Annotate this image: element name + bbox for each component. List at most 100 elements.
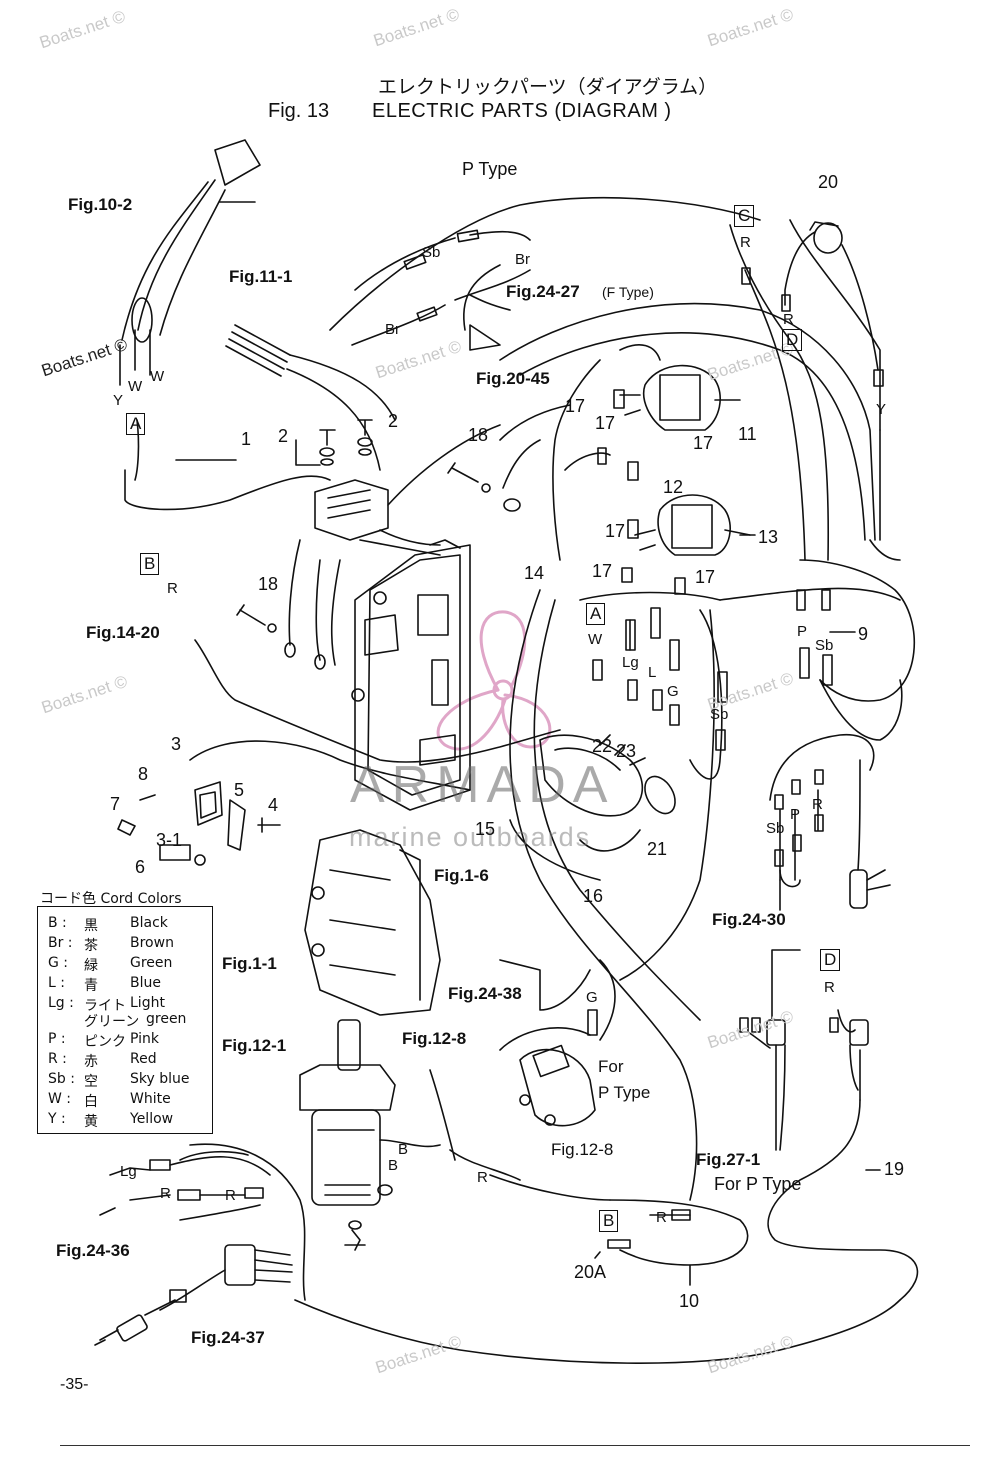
wire-code: R xyxy=(167,580,178,597)
legend-en: White xyxy=(130,1091,171,1107)
fig-ref-label: Fig.24-37 xyxy=(191,1328,265,1347)
cable-fig27-1 xyxy=(739,949,839,1151)
p-type-label: P Type xyxy=(462,159,518,179)
wire-code: W xyxy=(128,378,143,395)
legend-en: Brown xyxy=(130,935,174,951)
fig-ref-label: Fig.11-1 xyxy=(229,267,293,286)
legend-jp: グリーン xyxy=(84,1014,140,1030)
wire-code: Lg xyxy=(120,1163,137,1180)
main-harness-upper xyxy=(499,219,915,702)
legend-code: Y : xyxy=(48,1111,66,1127)
part-number: 23 xyxy=(616,741,637,761)
part-number: 3 xyxy=(171,734,182,754)
legend-jp: 白 xyxy=(84,1094,98,1110)
legend-row: Y : 黄 Yellow xyxy=(38,1111,212,1130)
wire-code: Sb xyxy=(710,706,729,723)
part-number: 4 xyxy=(268,795,279,815)
page-title: ELECTRIC PARTS (DIAGRAM ) xyxy=(372,100,672,122)
part-number: 2 xyxy=(388,411,399,431)
legend-row: R : 赤 Red xyxy=(38,1051,212,1070)
relay-part-11 xyxy=(619,364,741,431)
part-number: 8 xyxy=(138,764,149,784)
legend-jp: 赤 xyxy=(84,1054,98,1070)
legend-code: G : xyxy=(48,955,69,971)
part-number: 15 xyxy=(475,819,496,839)
legend-code: W : xyxy=(48,1091,72,1107)
fig-ref-label: Fig.24-38 xyxy=(448,984,522,1003)
connector-tag-a: A xyxy=(126,413,146,435)
legend-code: P : xyxy=(48,1031,66,1047)
harness-fig10-2 xyxy=(119,139,331,511)
wire-code: R xyxy=(656,1209,667,1226)
screws-part-2 xyxy=(295,419,373,466)
wire-code: Sb xyxy=(766,820,785,837)
part-number: 7 xyxy=(110,794,121,814)
title-japanese: エレクトリックパーツ（ダイアグラム） xyxy=(378,76,718,98)
connector-tag-d: D xyxy=(782,329,803,351)
harness-part-9 xyxy=(769,679,903,909)
wire-code: R xyxy=(740,234,751,251)
wire-code: Lg xyxy=(622,654,639,671)
part-number: 17 xyxy=(592,561,613,581)
legend-en: Green xyxy=(130,955,173,971)
legend-en: Black xyxy=(130,915,168,931)
part-number: 17 xyxy=(695,567,716,587)
long-wires-center xyxy=(509,589,715,1201)
part-number: 2 xyxy=(278,426,289,446)
wire-code: Br xyxy=(515,251,530,268)
part-number: 3-1 xyxy=(156,830,183,850)
ribbon-fig11-1 xyxy=(225,324,396,471)
connectors-part-17 xyxy=(499,344,686,595)
part-number: 20 xyxy=(818,172,839,192)
connector-tag-b: B xyxy=(140,553,160,575)
fig-ref-label: Fig.10-2 xyxy=(68,195,133,214)
wire-code: R xyxy=(225,1187,236,1204)
fig-ref-label: Fig.1-6 xyxy=(434,866,489,885)
legend-row: グリーン green xyxy=(38,1011,212,1030)
f-type-note: (F Type) xyxy=(602,284,654,300)
legend-en: Red xyxy=(130,1051,157,1067)
cord-colors-title: コード色 Cord Colors xyxy=(40,891,182,907)
wire-code: Y xyxy=(876,401,887,418)
coil-fig1-6 xyxy=(509,734,676,881)
wire-fig14-20 xyxy=(194,639,561,763)
page-number: -35- xyxy=(60,1376,89,1393)
rectifier-module xyxy=(284,424,501,670)
fig-ref-label: Fig.12-8 xyxy=(551,1140,614,1159)
brand-tagline: marine outboards xyxy=(349,822,592,852)
part-number: 14 xyxy=(524,563,545,583)
wire-code: P xyxy=(797,623,808,640)
wire-code: Sb xyxy=(422,244,441,261)
fig-ref-label: Fig.12-1 xyxy=(222,1036,287,1055)
wire-code: W xyxy=(150,368,165,385)
p-type-wire-loop xyxy=(329,197,761,351)
for-p-type-label: For P Type xyxy=(714,1174,802,1194)
connector-tag-b: B xyxy=(599,1210,619,1232)
fig-ref-label: Fig.24-27 xyxy=(506,282,580,301)
wire-code: R xyxy=(824,979,835,996)
part-number: 17 xyxy=(595,413,616,433)
legend-row: Lg : ライト Light xyxy=(38,995,212,1014)
wire-code: Y xyxy=(113,392,124,409)
legend-jp: ピンク xyxy=(84,1034,126,1050)
part-number: 13 xyxy=(758,527,779,547)
bottom-harness-loop xyxy=(294,1009,919,1364)
wire-code: R xyxy=(160,1185,171,1202)
legend-code: Br : xyxy=(48,935,73,951)
wire-fig24-38 xyxy=(499,959,598,1036)
page-bottom-rule xyxy=(60,1445,970,1446)
legend-row: G : 緑 Green xyxy=(38,955,212,974)
legend-code: R : xyxy=(48,1051,67,1067)
wire-fig12-8-down xyxy=(429,1069,749,1266)
part-number: 17 xyxy=(565,396,586,416)
legend-en: Yellow xyxy=(130,1111,174,1127)
legend-row: P : ピンク Pink xyxy=(38,1031,212,1050)
legend-row: L : 青 Blue xyxy=(38,975,212,994)
connector-tag-c: C xyxy=(734,205,755,227)
wire-code: R xyxy=(783,311,794,328)
legend-en: Pink xyxy=(130,1031,160,1047)
fig-ref-label: Fig.1-1 xyxy=(222,954,277,973)
part-number: 21 xyxy=(647,839,668,859)
harness-fig24-36 xyxy=(99,1143,306,1301)
part-20-sensor xyxy=(741,221,884,387)
